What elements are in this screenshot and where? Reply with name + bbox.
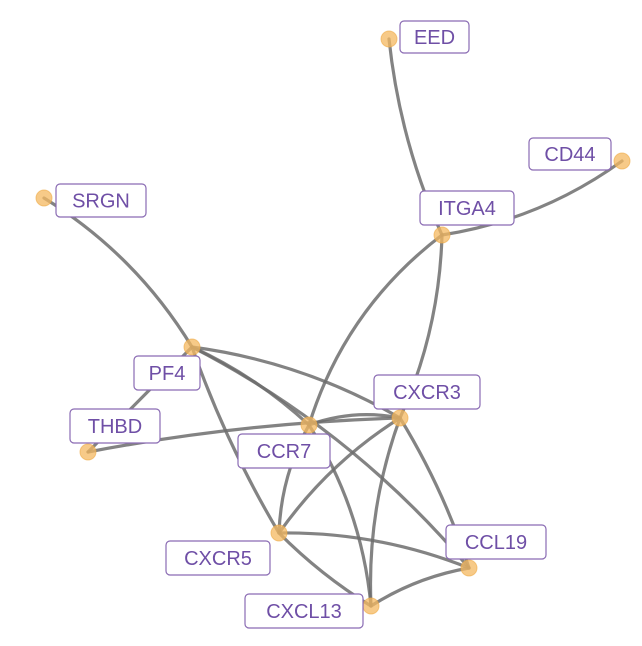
node-label-text: PF4 [149,363,186,385]
node-layer [35,30,631,615]
node-cxcr3 [391,409,409,427]
edge-cxcr3-cxcr5 [277,416,402,535]
node-cxcr5 [270,524,288,542]
node-label-box [373,374,481,410]
node-label-text: CCR7 [257,441,311,463]
node-label-text: CXCR3 [393,382,461,404]
edge-itga4-ccr7 [307,233,444,427]
edge-layer [42,37,624,608]
node-label-cd44: CD44 [528,137,612,171]
node-label-eed: EED [399,20,470,54]
node-ccr7 [300,416,318,434]
node-label-box [399,20,470,54]
node-label-text: EED [414,27,455,49]
node-label-text: ITGA4 [438,198,496,220]
node-label-box [165,540,271,576]
node-label-ccl19: CCL19 [445,524,547,560]
node-label-box [419,190,515,226]
edge-cxcr3-cxcl13 [368,416,402,608]
edge-pf4-cxcr3 [190,345,402,420]
node-label-box [528,137,612,171]
node-label-thbd: THBD [69,408,161,444]
node-thbd [79,443,97,461]
node-label-text: THBD [88,416,142,438]
node-label-itga4: ITGA4 [419,190,515,226]
node-srgn [35,189,53,207]
edge-thbd-cxcr3 [86,416,402,454]
node-label-box [237,433,331,469]
node-label-box [55,183,147,218]
node-label-text: SRGN [72,191,130,213]
node-label-text: CD44 [544,144,595,166]
node-eed [380,30,398,48]
node-label-cxcl13: CXCL13 [244,593,364,629]
edge-pf4-cxcr5 [190,345,281,535]
node-label-box [133,355,201,391]
edge-ccr7-cxcr3 [307,413,402,427]
node-label-text: CCL19 [465,532,527,554]
node-label-box [244,593,364,629]
node-ccl19 [460,559,478,577]
edge-cd44-itga4 [440,159,624,237]
node-label-box [69,408,161,444]
node-label-text: CXCL13 [266,601,342,623]
edge-srgn-pf4 [42,196,194,349]
node-label-ccr7: CCR7 [237,433,331,469]
node-label-srgn: SRGN [55,183,147,218]
node-label-cxcr5: CXCR5 [165,540,271,576]
node-label-text: CXCR5 [184,548,252,570]
node-label-cxcr3: CXCR3 [373,374,481,410]
node-itga4 [433,226,451,244]
node-cxcl13 [362,597,380,615]
edge-cxcl13-ccl19 [369,566,471,608]
node-cd44 [613,152,631,170]
edge-cxcr5-ccl19 [277,531,471,570]
node-label-box [445,524,547,560]
node-label-pf4: PF4 [133,355,201,391]
node-pf4 [183,338,201,356]
edge-pf4-ccl19 [190,345,471,570]
